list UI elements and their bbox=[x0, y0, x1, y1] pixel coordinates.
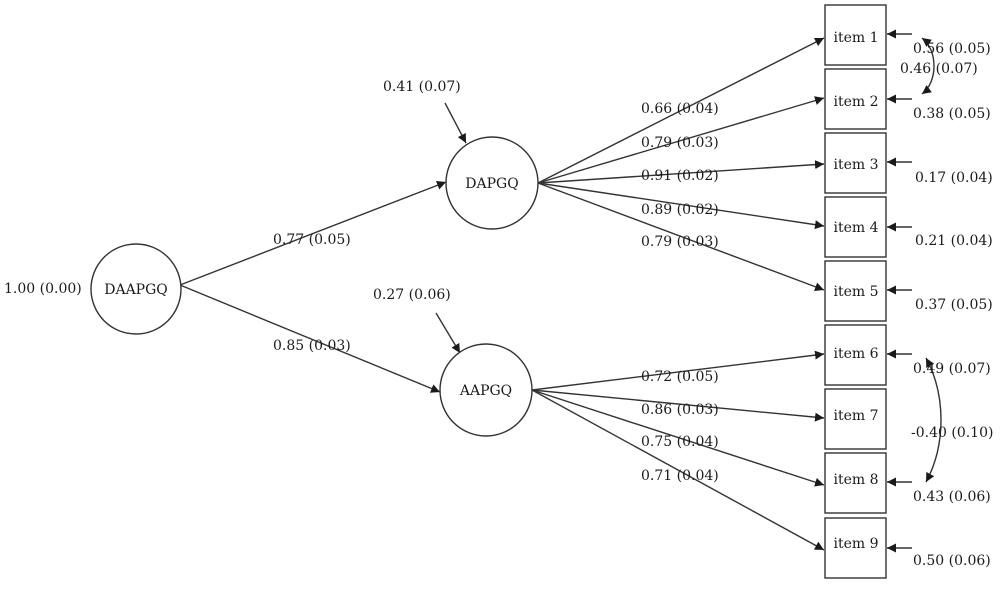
error-label-item-1: 0.56 (0.05) bbox=[913, 41, 991, 57]
path-daapgq-to-aapgq bbox=[179, 284, 441, 393]
covariance-curve-item1-item2 bbox=[921, 37, 935, 95]
path-daapgq-to-dapgq bbox=[179, 181, 447, 286]
item-label-5: item 5 bbox=[833, 284, 878, 300]
item-box-9 bbox=[824, 517, 887, 579]
loading-label-item-7: 0.86 (0.03) bbox=[641, 402, 719, 418]
item-label-2: item 2 bbox=[833, 94, 878, 110]
error-label-item-2: 0.38 (0.05) bbox=[913, 106, 991, 122]
item-box-6 bbox=[824, 324, 887, 386]
covariance-curve-item6-item8 bbox=[925, 357, 942, 483]
path-dapgq-to-item-4 bbox=[537, 182, 825, 230]
variance-label-daapgq: 1.00 (0.00) bbox=[4, 281, 82, 297]
loading-label-dapgq: 0.77 (0.05) bbox=[273, 232, 351, 248]
item-box-7 bbox=[824, 388, 887, 450]
error-label-item-4: 0.21 (0.04) bbox=[915, 233, 993, 249]
loading-label-item-1: 0.66 (0.04) bbox=[641, 101, 719, 117]
latent-node-aapgq bbox=[439, 343, 533, 437]
item-label-4: item 4 bbox=[833, 220, 878, 236]
item-label-1: item 1 bbox=[833, 30, 878, 46]
item-box-8 bbox=[824, 452, 887, 514]
item-box-4 bbox=[824, 196, 887, 258]
path-dapgq-to-item-1 bbox=[537, 37, 825, 184]
path-dapgq-to-item-3 bbox=[537, 160, 825, 184]
latent-label-aapgq: AAPGQ bbox=[459, 383, 512, 399]
residual-arrow-dapgq bbox=[444, 102, 467, 144]
covariance-label-item6-item8: -0.40 (0.10) bbox=[911, 425, 993, 441]
path-aapgq-to-item-9 bbox=[531, 389, 825, 551]
path-dapgq-to-item-2 bbox=[537, 96, 825, 184]
item-label-7: item 7 bbox=[833, 408, 878, 424]
error-label-item-6: 0.49 (0.07) bbox=[913, 361, 991, 377]
latent-node-daapgq bbox=[90, 243, 182, 335]
item-box-1 bbox=[824, 4, 887, 66]
loading-label-item-3: 0.91 (0.02) bbox=[641, 168, 719, 184]
item-label-3: item 3 bbox=[833, 157, 878, 173]
loading-label-item-9: 0.71 (0.04) bbox=[641, 468, 719, 484]
latent-node-dapgq bbox=[445, 136, 539, 230]
loading-label-item-8: 0.75 (0.04) bbox=[641, 434, 719, 450]
residual-label-aapgq: 0.27 (0.06) bbox=[373, 287, 451, 303]
error-label-item-5: 0.37 (0.05) bbox=[915, 297, 993, 313]
item-box-2 bbox=[824, 68, 887, 130]
covariance-label-item1-item2: 0.46 (0.07) bbox=[900, 61, 978, 77]
residual-label-dapgq: 0.41 (0.07) bbox=[383, 79, 461, 95]
path-aapgq-to-item-8 bbox=[531, 389, 825, 487]
latent-label-daapgq: DAAPGQ bbox=[104, 282, 168, 298]
latent-label-dapgq: DAPGQ bbox=[465, 176, 518, 192]
loading-label-item-6: 0.72 (0.05) bbox=[641, 369, 719, 385]
path-dapgq-to-item-5 bbox=[537, 182, 825, 292]
error-label-item-9: 0.50 (0.06) bbox=[913, 553, 991, 569]
item-label-9: item 9 bbox=[833, 536, 878, 552]
path-aapgq-to-item-6 bbox=[531, 350, 825, 391]
residual-arrow-aapgq bbox=[435, 312, 461, 354]
item-box-5 bbox=[824, 260, 887, 322]
loading-label-aapgq: 0.85 (0.03) bbox=[273, 338, 351, 354]
loading-label-item-4: 0.89 (0.02) bbox=[641, 202, 719, 218]
loading-label-item-2: 0.79 (0.03) bbox=[641, 135, 719, 151]
item-label-6: item 6 bbox=[833, 346, 878, 362]
error-label-item-3: 0.17 (0.04) bbox=[915, 170, 993, 186]
item-label-8: item 8 bbox=[833, 472, 878, 488]
item-box-3 bbox=[824, 132, 887, 194]
path-aapgq-to-item-7 bbox=[531, 389, 825, 422]
error-label-item-8: 0.43 (0.06) bbox=[913, 489, 991, 505]
loading-label-item-5: 0.79 (0.03) bbox=[641, 234, 719, 250]
